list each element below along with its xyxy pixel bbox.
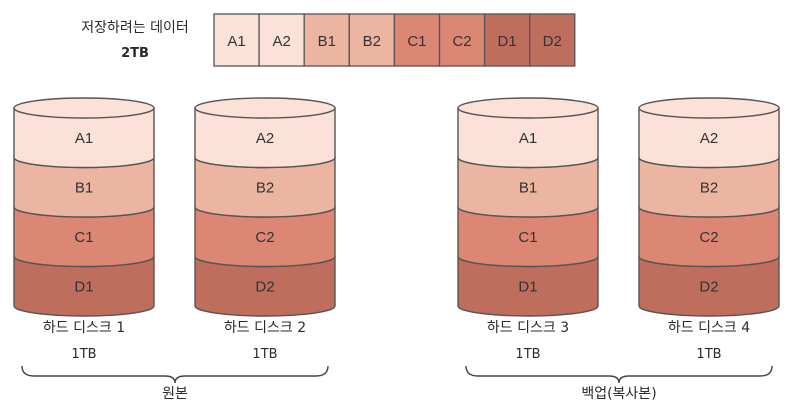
data-label-size: 2TB xyxy=(121,46,149,61)
data-strip: A1 A2 B1 B2 C1 C2 D1 D2 xyxy=(213,13,576,67)
hard-disk-4: D2 C2 B2 A2 하드 디스크 4 1TB xyxy=(638,97,780,362)
disk-name: 하드 디스크 1 xyxy=(43,320,125,336)
disk-capacity: 1TB xyxy=(515,347,540,362)
disk-segment-b2 xyxy=(638,156,780,218)
group-label: 원본 xyxy=(162,386,188,402)
disk-segment-b1 xyxy=(457,156,599,218)
disk-segment-label: B1 xyxy=(75,179,93,196)
disk-segment-d1 xyxy=(13,255,155,317)
disk-segment-label: C2 xyxy=(699,229,718,246)
disk-top-cap xyxy=(194,97,336,119)
disk-segment-d2 xyxy=(194,255,336,317)
disk-capacity: 1TB xyxy=(71,347,96,362)
data-block-label: A2 xyxy=(272,33,290,50)
disk-name: 하드 디스크 4 xyxy=(668,320,750,336)
data-block-label: C2 xyxy=(452,33,471,50)
disk-segment-b2 xyxy=(194,156,336,218)
hard-disk-1: D1 C1 B1 A1 하드 디스크 1 1TB xyxy=(13,97,155,362)
disk-segment-a2 xyxy=(194,107,336,169)
disk-capacity: 1TB xyxy=(252,347,277,362)
disk-segment-c1 xyxy=(13,206,155,268)
data-block-label: C1 xyxy=(407,33,426,50)
disk-segment-label: A1 xyxy=(75,130,93,147)
data-block-b1 xyxy=(303,13,350,67)
data-block-label: B2 xyxy=(363,33,381,50)
disk-segment-label: C1 xyxy=(518,229,537,246)
disk-segment-a1 xyxy=(13,107,155,169)
disk-segment-label: C1 xyxy=(74,229,93,246)
disk-segment-c2 xyxy=(638,206,780,268)
disk-segment-label: B2 xyxy=(700,179,718,196)
disk-name: 하드 디스크 3 xyxy=(487,320,569,336)
data-block-a2 xyxy=(258,13,305,67)
disk-segment-a1 xyxy=(457,107,599,169)
data-block-a1 xyxy=(213,13,260,67)
disk-capacity: 1TB xyxy=(696,347,721,362)
disk-segment-label: A1 xyxy=(519,130,537,147)
disk-segment-label: D2 xyxy=(255,278,274,295)
disk-segment-label: D2 xyxy=(699,278,718,295)
data-block-label: B1 xyxy=(318,33,336,50)
disk-segment-a2 xyxy=(638,107,780,169)
disk-segment-d1 xyxy=(457,255,599,317)
data-block-c2 xyxy=(438,13,486,67)
data-label-title: 저장하려는 데이터 xyxy=(81,20,189,36)
data-block-label: D1 xyxy=(498,33,517,50)
disk-name: 하드 디스크 2 xyxy=(224,320,306,336)
disk-segment-c1 xyxy=(457,206,599,268)
disk-segment-d2 xyxy=(638,255,780,317)
disk-segment-b1 xyxy=(13,156,155,218)
disk-top-cap xyxy=(638,97,780,119)
disk-segment-label: D1 xyxy=(518,278,537,295)
hard-disk-3: D1 C1 B1 A1 하드 디스크 3 1TB xyxy=(457,97,599,362)
disk-segment-label: A2 xyxy=(256,130,274,147)
group-braces: 원본 백업(복사본) xyxy=(21,365,773,402)
disk-segment-label: A2 xyxy=(700,130,718,147)
disk-segment-label: B1 xyxy=(519,179,537,196)
data-block-label: A1 xyxy=(227,33,245,50)
disk-top-cap xyxy=(457,97,599,119)
disk-top-cap xyxy=(13,97,155,119)
data-block-d2 xyxy=(529,13,576,67)
disk-segment-c2 xyxy=(194,206,336,268)
group-brace xyxy=(21,365,329,384)
data-block-c1 xyxy=(393,13,441,67)
data-block-label: D2 xyxy=(543,33,562,50)
disk-segment-label: C2 xyxy=(255,229,274,246)
data-block-d1 xyxy=(483,13,531,67)
disk-segment-label: B2 xyxy=(256,179,274,196)
group-brace xyxy=(465,365,773,384)
hard-disk-2: D2 C2 B2 A2 하드 디스크 2 1TB xyxy=(194,97,336,362)
disk-segment-label: D1 xyxy=(74,278,93,295)
group-label: 백업(복사본) xyxy=(581,386,656,402)
